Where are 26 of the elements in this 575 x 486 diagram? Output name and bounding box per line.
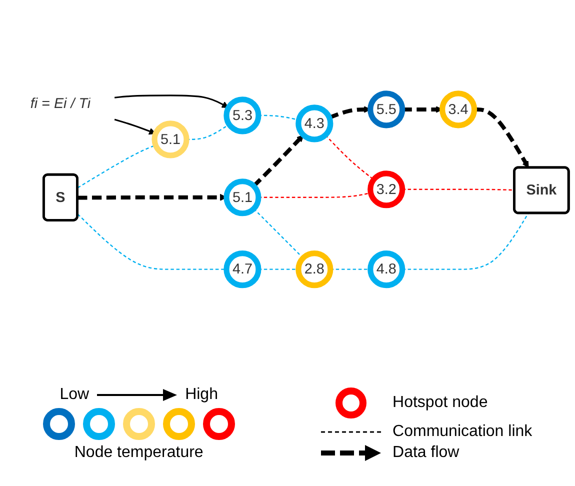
scale-label: Low (60, 386, 90, 404)
node-circle: 5.1 (224, 178, 262, 216)
connector (402, 188, 515, 191)
arrow (474, 107, 529, 168)
node-circle: 5.1 (152, 120, 190, 158)
node-circle: 5.5 (368, 90, 406, 128)
connector (324, 134, 374, 180)
node-circle: 4.7 (224, 250, 262, 288)
scale-label: High (185, 386, 218, 404)
node-circle: 3.4 (440, 90, 478, 128)
connector (402, 213, 529, 270)
node-circle: 4.3 (296, 104, 334, 142)
legend-label: Hotspot node (392, 394, 488, 412)
arrow (114, 118, 156, 135)
connector (77, 144, 156, 188)
arrow (114, 94, 229, 108)
node-circle: 4.8 (368, 250, 406, 288)
arrow (252, 134, 304, 188)
legend-title: Node temperature (74, 444, 204, 462)
node-text: fi = Ei / Ti (30, 95, 91, 112)
node-circle: 5.3 (224, 96, 262, 134)
legend-label: Communication link (392, 422, 532, 440)
node-circle: 3.2 (368, 170, 406, 208)
legend-label: Data flow (392, 444, 460, 462)
arrow (78, 194, 227, 201)
node-circle: 2.8 (296, 250, 334, 288)
